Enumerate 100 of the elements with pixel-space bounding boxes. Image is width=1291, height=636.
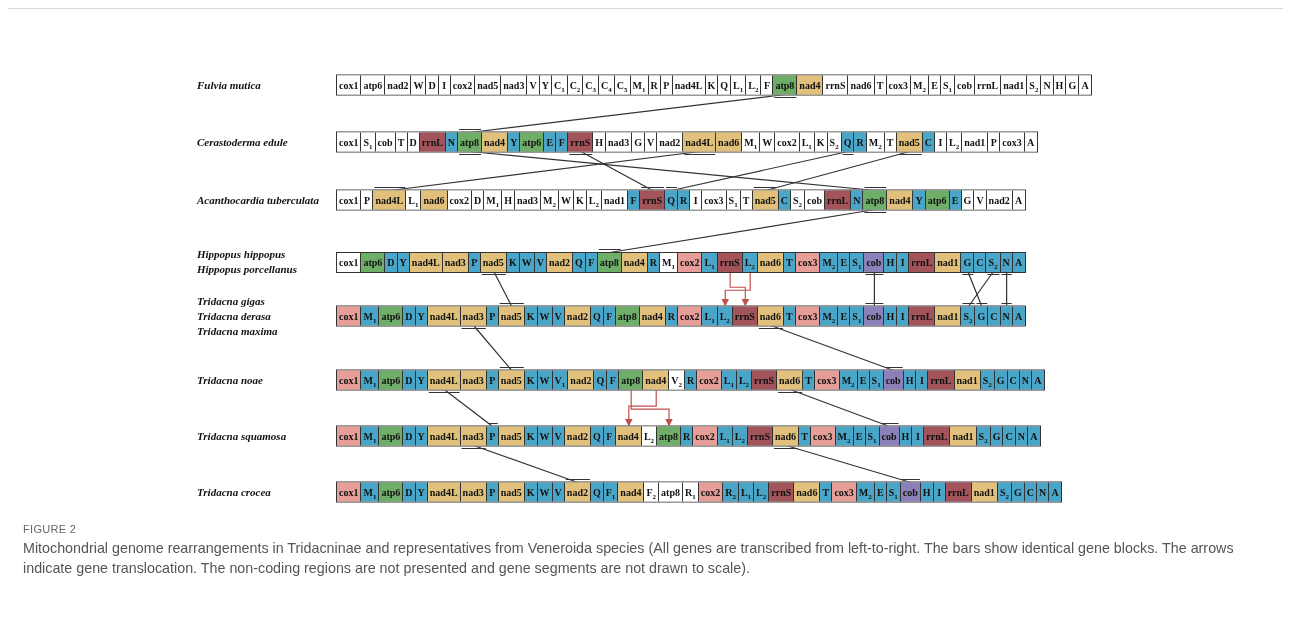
gene-box: nad4 <box>639 306 666 326</box>
gene-box: I <box>912 426 925 446</box>
species-name: Tridacna squamosa <box>197 428 288 444</box>
gene-box: L$_{1}$ <box>406 190 422 210</box>
gene-box: F <box>556 132 569 152</box>
gene-box: M$_{1}$ <box>361 426 380 446</box>
gene-box: Q <box>594 370 608 390</box>
gene-box: atp6 <box>379 482 404 502</box>
gene-box: nad5 <box>498 482 525 502</box>
gene-box: H <box>884 306 898 326</box>
gene-box: cox2 <box>693 426 718 446</box>
gene-box: nad4L <box>409 252 443 272</box>
gene-box: cox3 <box>886 75 912 95</box>
gene-box: P <box>988 132 1001 152</box>
gene-box: R$_{2}$ <box>723 482 739 502</box>
gene-box: A <box>1049 482 1062 502</box>
gene-box: Y <box>913 190 926 210</box>
gene-box: nad3 <box>460 482 487 502</box>
gene-box: nad5 <box>896 132 923 152</box>
gene-box: W <box>760 132 776 152</box>
gene-box: cox1 <box>337 190 362 210</box>
gene-box: rrnS <box>748 426 773 446</box>
gene-box: L$_{1}$ <box>702 306 718 326</box>
gene-box: rrnS <box>640 190 666 210</box>
gene-box: cox2 <box>775 132 800 152</box>
gene-box: C <box>988 306 1001 326</box>
gene-box: atp6 <box>379 426 404 446</box>
gene-box: cox2 <box>678 252 703 272</box>
gene-box: D <box>472 190 485 210</box>
gene-box: cox2 <box>698 482 724 502</box>
gene-box: cob <box>879 426 900 446</box>
gene-box: nad6 <box>716 132 743 152</box>
gene-box: nad4 <box>887 190 914 210</box>
gene-box: E <box>929 75 941 95</box>
gene-box: V <box>527 75 540 95</box>
gene-box: nad1 <box>1001 75 1028 95</box>
gene-box: H <box>884 252 898 272</box>
gene-box: nad4L <box>683 132 717 152</box>
gene-box: Q <box>665 190 678 210</box>
gene-box: K <box>574 190 587 210</box>
gene-box: cob <box>955 75 976 95</box>
species-name: Cerastoderma edule <box>197 134 289 150</box>
gene-order-strip <box>336 189 1026 211</box>
gene-box: nad2 <box>564 306 591 326</box>
gene-box: M$_{2}$ <box>911 75 929 95</box>
gene-box: rrnS <box>823 75 849 95</box>
gene-box: rrnL <box>928 370 955 390</box>
gene-box: nad5 <box>498 306 525 326</box>
gene-box: M$_{1}$ <box>484 190 503 210</box>
gene-box: F <box>628 190 641 210</box>
gene-box: nad6 <box>421 190 448 210</box>
gene-box: rrnL <box>945 482 972 502</box>
gene-box: cox3 <box>832 482 857 502</box>
gene-box: nad6 <box>794 482 821 502</box>
species-name: Fulvia mutica <box>197 77 262 93</box>
gene-box: nad3 <box>460 306 487 326</box>
gene-box: V$_{2}$ <box>669 370 685 390</box>
gene-box: nad4 <box>797 75 824 95</box>
gene-box: nad1 <box>935 306 962 326</box>
gene-box: H <box>502 190 515 210</box>
gene-box: rrnL <box>975 75 1002 95</box>
gene-order-strip <box>336 305 1026 327</box>
gene-box: nad6 <box>777 370 804 390</box>
gene-box: D <box>403 370 416 390</box>
gene-box: V <box>974 190 987 210</box>
gene-box: cob <box>375 132 396 152</box>
gene-box: M$_{1}$ <box>361 482 380 502</box>
gene-box: nad2 <box>546 252 573 272</box>
species-name: Tridacna gigas <box>197 293 266 309</box>
species-name: Tridacna noae <box>197 372 264 388</box>
gene-box: E <box>544 132 557 152</box>
gene-box: M$_{1}$ <box>361 306 380 326</box>
gene-box: G <box>961 252 975 272</box>
gene-box: L$_{2}$ <box>746 75 762 95</box>
gene-box: cox1 <box>337 75 362 95</box>
gene-box: nad2 <box>385 75 412 95</box>
gene-box: S$_{1}$ <box>850 252 865 272</box>
gene-box: atp8 <box>597 252 622 272</box>
species-name: Hippopus porcellanus <box>197 262 298 277</box>
gene-box: nad1 <box>971 482 998 502</box>
gene-box: nad1 <box>954 370 981 390</box>
gene-box: F$_{2}$ <box>644 482 660 502</box>
gene-box: nad4 <box>615 426 642 446</box>
gene-box: C <box>974 252 987 272</box>
gene-box: D <box>426 75 439 95</box>
gene-box: S$_{2}$ <box>961 306 976 326</box>
gene-box: rrnL <box>825 190 852 210</box>
gene-box: nad5 <box>498 370 525 390</box>
gene-box: D <box>403 426 416 446</box>
gene-box: T <box>803 370 816 390</box>
gene-box: nad1 <box>935 252 962 272</box>
gene-box: Q <box>573 252 586 272</box>
gene-box: nad4 <box>643 370 670 390</box>
gene-box: cox3 <box>702 190 727 210</box>
gene-box: I <box>916 370 929 390</box>
gene-box: C <box>1003 426 1016 446</box>
gene-box: nad6 <box>848 75 875 95</box>
gene-box: nad5 <box>480 252 507 272</box>
gene-box: W <box>559 190 575 210</box>
gene-box: cox2 <box>678 306 703 326</box>
